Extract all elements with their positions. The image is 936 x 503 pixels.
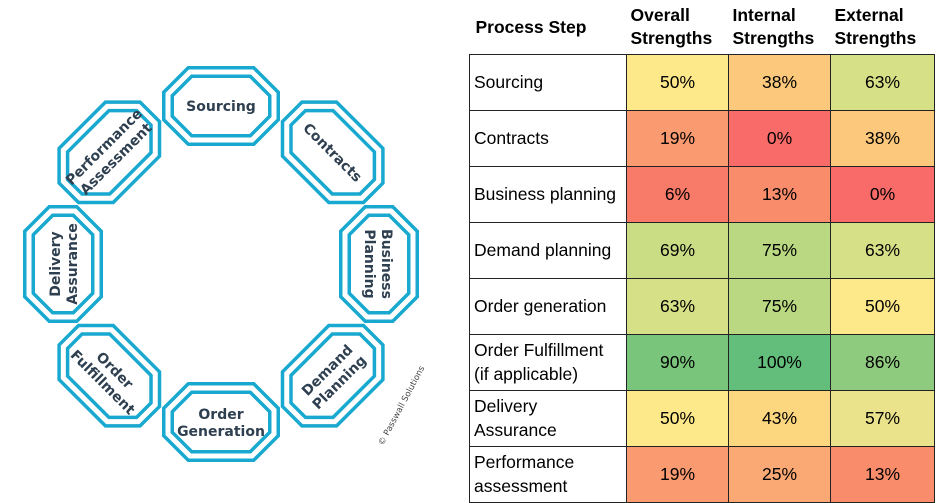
process-step-cell: Sourcing <box>469 54 627 111</box>
overall-strength-cell: 50% <box>626 54 729 111</box>
chain-link <box>162 382 280 462</box>
external-strength-cell: 13% <box>830 446 935 503</box>
external-strength-cell: 63% <box>830 222 935 279</box>
overall-strength-cell: 69% <box>626 222 729 279</box>
internal-strength-cell: 38% <box>728 54 831 111</box>
internal-strength-cell: 13% <box>728 166 831 223</box>
internal-strength-cell: 43% <box>728 390 831 447</box>
table-header-row: Process Step Overall Strengths Internal … <box>469 0 935 55</box>
table-row: Order Fulfillment (if applicable)90%100%… <box>469 334 935 391</box>
strengths-table: Process Step Overall Strengths Internal … <box>469 0 935 503</box>
process-step-cell: Business planning <box>469 166 627 223</box>
external-strength-cell: 38% <box>830 110 935 167</box>
external-strength-cell: 57% <box>830 390 935 447</box>
process-step-cell: Delivery Assurance <box>469 390 627 447</box>
link-label: PerformanceAssessment <box>63 106 158 201</box>
chain-link <box>57 100 162 205</box>
process-step-cell: Performance assessment <box>469 446 627 503</box>
internal-strength-cell: 0% <box>728 110 831 167</box>
internal-strength-cell: 25% <box>728 446 831 503</box>
process-step-cell: Order Fulfillment (if applicable) <box>469 334 627 391</box>
overall-strength-cell: 19% <box>626 110 729 167</box>
header-process-step: Process Step <box>469 0 627 55</box>
link-label: BusinessPlanning <box>361 229 394 299</box>
internal-strength-cell: 100% <box>728 334 831 391</box>
process-step-cell: Order generation <box>469 278 627 335</box>
chain-link <box>280 100 385 205</box>
external-strength-cell: 63% <box>830 54 935 111</box>
chain-link <box>23 205 103 323</box>
internal-strength-cell: 75% <box>728 222 831 279</box>
process-chain-diagram: SourcingContractsBusinessPlanningDemandP… <box>23 66 428 462</box>
overall-strength-cell: 63% <box>626 278 729 335</box>
process-step-cell: Contracts <box>469 110 627 167</box>
chain-link <box>57 323 162 428</box>
link-label: Sourcing <box>186 99 256 115</box>
chain-link <box>162 66 280 146</box>
internal-strength-cell: 75% <box>728 278 831 335</box>
external-strength-cell: 50% <box>830 278 935 335</box>
header-internal-strengths: Internal Strengths <box>728 0 831 55</box>
overall-strength-cell: 50% <box>626 390 729 447</box>
overall-strength-cell: 19% <box>626 446 729 503</box>
overall-strength-cell: 6% <box>626 166 729 223</box>
overall-strength-cell: 90% <box>626 334 729 391</box>
chain-link <box>339 205 419 323</box>
link-label: DeliveryAssurance <box>48 223 81 305</box>
header-overall-strengths: Overall Strengths <box>626 0 729 55</box>
chain-link <box>280 323 385 428</box>
external-strength-cell: 86% <box>830 334 935 391</box>
process-step-cell: Demand planning <box>469 222 627 279</box>
header-external-strengths: External Strengths <box>830 0 935 55</box>
external-strength-cell: 0% <box>830 166 935 223</box>
